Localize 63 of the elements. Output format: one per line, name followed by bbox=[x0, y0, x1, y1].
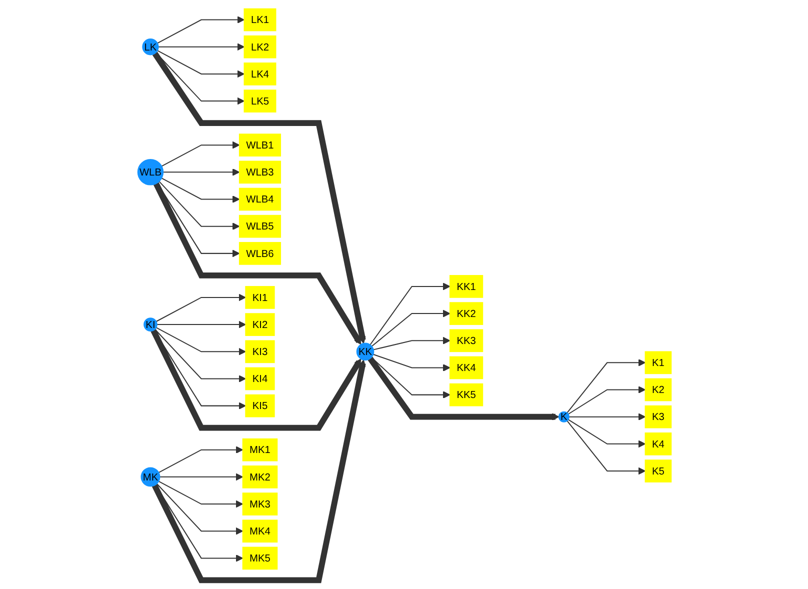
arrow bbox=[154, 328, 246, 382]
arrow bbox=[156, 16, 244, 44]
arrow bbox=[158, 181, 240, 230]
arrow bbox=[156, 320, 246, 328]
arrow bbox=[158, 43, 244, 51]
node-box: KK4 bbox=[449, 356, 483, 380]
node-box: MK5 bbox=[242, 546, 278, 570]
node-circle: K bbox=[558, 411, 569, 422]
arrow bbox=[162, 168, 240, 176]
node-circle: KK bbox=[356, 342, 374, 361]
node-box: KK2 bbox=[449, 302, 483, 325]
arrow bbox=[372, 336, 450, 350]
arrow bbox=[158, 446, 243, 473]
node-box: WLB3 bbox=[238, 160, 281, 184]
node-box: KI4 bbox=[244, 367, 274, 390]
arrow bbox=[567, 386, 646, 415]
node-box: KI5 bbox=[244, 394, 274, 418]
node-box: K5 bbox=[644, 460, 672, 482]
node-box: KK3 bbox=[449, 329, 483, 352]
node-box: LK5 bbox=[243, 90, 276, 112]
arrow bbox=[156, 483, 243, 535]
node-box: WLB6 bbox=[238, 242, 281, 265]
node-box: KK1 bbox=[449, 275, 483, 298]
arrow bbox=[372, 354, 450, 372]
node-circle: LK bbox=[142, 38, 158, 56]
arrow bbox=[567, 419, 646, 448]
arrow bbox=[159, 473, 243, 481]
arrow bbox=[160, 141, 240, 167]
node-box: MK2 bbox=[242, 466, 278, 488]
node-box: WLB4 bbox=[238, 188, 281, 211]
arrow bbox=[152, 52, 366, 344]
arrow bbox=[566, 420, 646, 475]
arrow bbox=[150, 329, 362, 431]
arrow bbox=[160, 178, 240, 203]
node-box: K4 bbox=[644, 432, 672, 456]
arrow bbox=[155, 327, 246, 356]
node-box: LK2 bbox=[243, 35, 276, 58]
arrow bbox=[155, 294, 246, 322]
arrow bbox=[369, 282, 450, 346]
node-circle: MK bbox=[140, 467, 160, 487]
arrow bbox=[158, 480, 243, 508]
arrow bbox=[152, 182, 362, 345]
node-box: MK1 bbox=[242, 438, 278, 462]
node-box: KI3 bbox=[244, 340, 274, 364]
node-box: K3 bbox=[644, 405, 672, 428]
node-box: KI1 bbox=[244, 286, 274, 309]
node-box: LK4 bbox=[243, 62, 276, 86]
node-box: KI2 bbox=[244, 313, 274, 336]
arrow bbox=[568, 413, 646, 421]
node-box: MK3 bbox=[242, 492, 278, 516]
node-box: MK4 bbox=[242, 520, 278, 543]
node-box: WLB1 bbox=[238, 134, 281, 156]
node-box: K2 bbox=[644, 378, 672, 402]
node-box: K1 bbox=[644, 351, 672, 374]
arrow bbox=[156, 50, 244, 78]
node-box: KK5 bbox=[449, 383, 483, 406]
node-circle: KI bbox=[143, 318, 157, 332]
node-box: LK1 bbox=[243, 8, 276, 32]
arrow bbox=[151, 360, 366, 584]
node-circle: WLB bbox=[136, 159, 164, 186]
arrow bbox=[371, 310, 450, 347]
arrow bbox=[566, 358, 646, 414]
node-box: WLB5 bbox=[238, 214, 281, 238]
